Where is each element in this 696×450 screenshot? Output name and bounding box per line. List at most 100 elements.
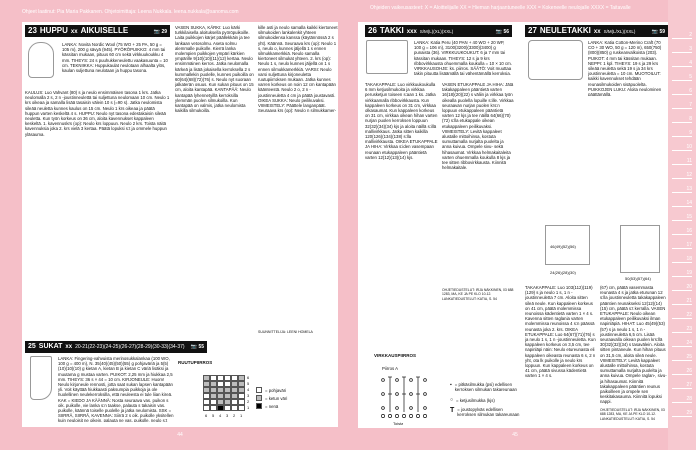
chart-cell (231, 393, 238, 399)
ruler-mark: 18 (672, 256, 692, 263)
pattern-title: SUKAT (38, 343, 63, 350)
measure-hem: 24(26)(28)(30) (550, 270, 576, 275)
pattern-number: 27 (528, 26, 537, 35)
pattern-23-instructions: KAULUS: Luo Vahvant (80) s ja neulo ensi… (25, 90, 170, 137)
ruler-mark: 11 (672, 158, 692, 165)
chart-col-label: 6 (205, 413, 208, 418)
credits-left: Ohjeet laatinut: Pia Maria Pakkanen. Ohj… (22, 9, 239, 15)
pattern-27-materials: LANKA: Katia Cotton-Merino Craft (70 CO … (588, 40, 662, 96)
chart-cell (210, 375, 217, 381)
chart-title: RUUTUPIIRROS (178, 360, 213, 365)
ruler-mark: 13 (672, 186, 692, 193)
chart-row-label: 1 (247, 405, 250, 410)
ruler-mark: 20 (672, 284, 692, 291)
ruler-mark: 4 (672, 60, 692, 67)
chart-cell (210, 405, 217, 411)
difficulty: xx (593, 29, 601, 35)
measure-sleeve: 50(53)(57)(64) (625, 276, 651, 281)
camera-icon: 📷 59 (651, 29, 665, 35)
chart-row-label: 6 (247, 375, 250, 380)
pattern-number: 26 (368, 26, 377, 35)
difficulty: xxx (406, 29, 417, 35)
chart-cell (224, 399, 231, 405)
crochet-chart-subtitle: Piirros A (382, 366, 398, 371)
ruler-mark: 10 (672, 144, 692, 151)
legend-post-stitch: T= joustopylväs edellisen kerroksen silm… (450, 407, 520, 417)
chart-row-label: 4 (247, 387, 250, 392)
chart-cell (238, 387, 245, 393)
coat-sketch (366, 40, 408, 74)
ruler-mark: 27 (672, 382, 692, 389)
chart-col-label: 3 (226, 413, 229, 418)
chart-cell (224, 381, 231, 387)
ruler-mark: 12 (672, 172, 692, 179)
chart-cell (231, 375, 238, 381)
right-page (358, 22, 668, 428)
ruler-mark: 26 (672, 368, 692, 375)
chart-cell (203, 387, 210, 393)
difficulty: xx (70, 29, 78, 35)
chart-cell (210, 387, 217, 393)
pattern-27-contact: OHJETIEDUSTELUT: IRJA NÄKKINEN, 03 688 1… (600, 408, 665, 421)
credits-right: Ohjeiden vaikeusasteet: X = Aloittelijal… (370, 5, 631, 11)
ruler-mark: 5 (672, 74, 692, 81)
chart-cell (224, 387, 231, 393)
measure-width: 46(49)(52)(56) (550, 244, 576, 249)
fox-colorwork-chart (203, 375, 245, 411)
sizes: S/M(L/XL)(XXL) (603, 29, 636, 34)
chart-row-label: 5 (247, 381, 250, 386)
pattern-number: 23 (28, 26, 37, 35)
cardigan-sketch (528, 40, 583, 80)
camera-icon: 📷 56 (495, 29, 509, 35)
chart-col-label: 5 (212, 413, 215, 418)
crochet-repeat-label: Toista (393, 421, 404, 426)
chart-cell (238, 393, 245, 399)
hood-sketch (28, 42, 54, 78)
pattern-26-column-2: VASEN ETUKAPPALE JA HIHA: Jätä takakappa… (442, 82, 514, 171)
ruler-mark: 22 (672, 312, 692, 319)
chart-cell (203, 393, 210, 399)
chart-cell (238, 381, 245, 387)
chart-cell (231, 381, 238, 387)
sock-sketch (30, 356, 52, 400)
pattern-title: NEULETAKKI (539, 26, 591, 35)
legend-chain: ○= ketjusilmukka (kjs) (450, 397, 495, 403)
page-number-left: 44 (177, 432, 183, 438)
pattern-25-instructions: LANKA: Fingering-vahvuista merinosukkala… (58, 356, 174, 422)
pattern-26-contact: OHJETIEDUSTELUT: IRJA NÄKKINEN, 03 688 1… (442, 288, 514, 301)
chart-cell (217, 399, 224, 405)
chart-row-label: 2 (247, 399, 250, 404)
ruler-mark: 14 (672, 200, 692, 207)
legend-nose: = nenä (256, 403, 278, 409)
pattern-27-column-2: (67) cm, päätä vasemmasta reunasta 4 s j… (600, 285, 667, 405)
crochet-chart-title: VIRKKAUSPIIRROS (374, 353, 417, 358)
ruler-mark: 3 (672, 46, 692, 53)
ruler-mark: 19 (672, 270, 692, 277)
chart-cell (203, 375, 210, 381)
chart-col-label: 1 (240, 413, 243, 418)
back-measure-diagram: 46(49)(52)(56) 24(26)(28)(30) (545, 225, 590, 275)
sizes: S/M(L)(XL)(XXL) (419, 29, 454, 34)
chart-cell (231, 387, 238, 393)
pattern-26-materials: LANKA: Katia Peru (40 PAN + 40 WO + 20 W… (414, 40, 512, 77)
chart-cell (224, 393, 231, 399)
sizes: 20-21(22-23)(24-25)(26-27)(28-29)(30-33)… (75, 344, 185, 350)
ruler-mark: 9 (672, 130, 692, 137)
pattern-23-materials: LANKA: Novita Nordic Wool (75 WO + 25 PA… (62, 42, 168, 74)
camera-icon: 📷 29 (153, 29, 167, 35)
chart-cell (210, 381, 217, 387)
ruler-mark: 17 (672, 242, 692, 249)
pattern-number: 25 (28, 343, 36, 350)
pattern-25-column-3: kille asti ja neulo samalla kaikki kiert… (258, 25, 338, 114)
difficulty: xx (65, 344, 73, 350)
chart-cell (203, 405, 210, 411)
chart-row-label: 3 (247, 393, 250, 398)
ruler-mark: 24 (672, 340, 692, 347)
pattern-27-column-1: TAKAKAPPALE: Luo 103(112)(119)(129) s ja… (525, 285, 596, 379)
page-number-right: 45 (512, 432, 518, 438)
ruler-mark: 7 (672, 102, 692, 109)
